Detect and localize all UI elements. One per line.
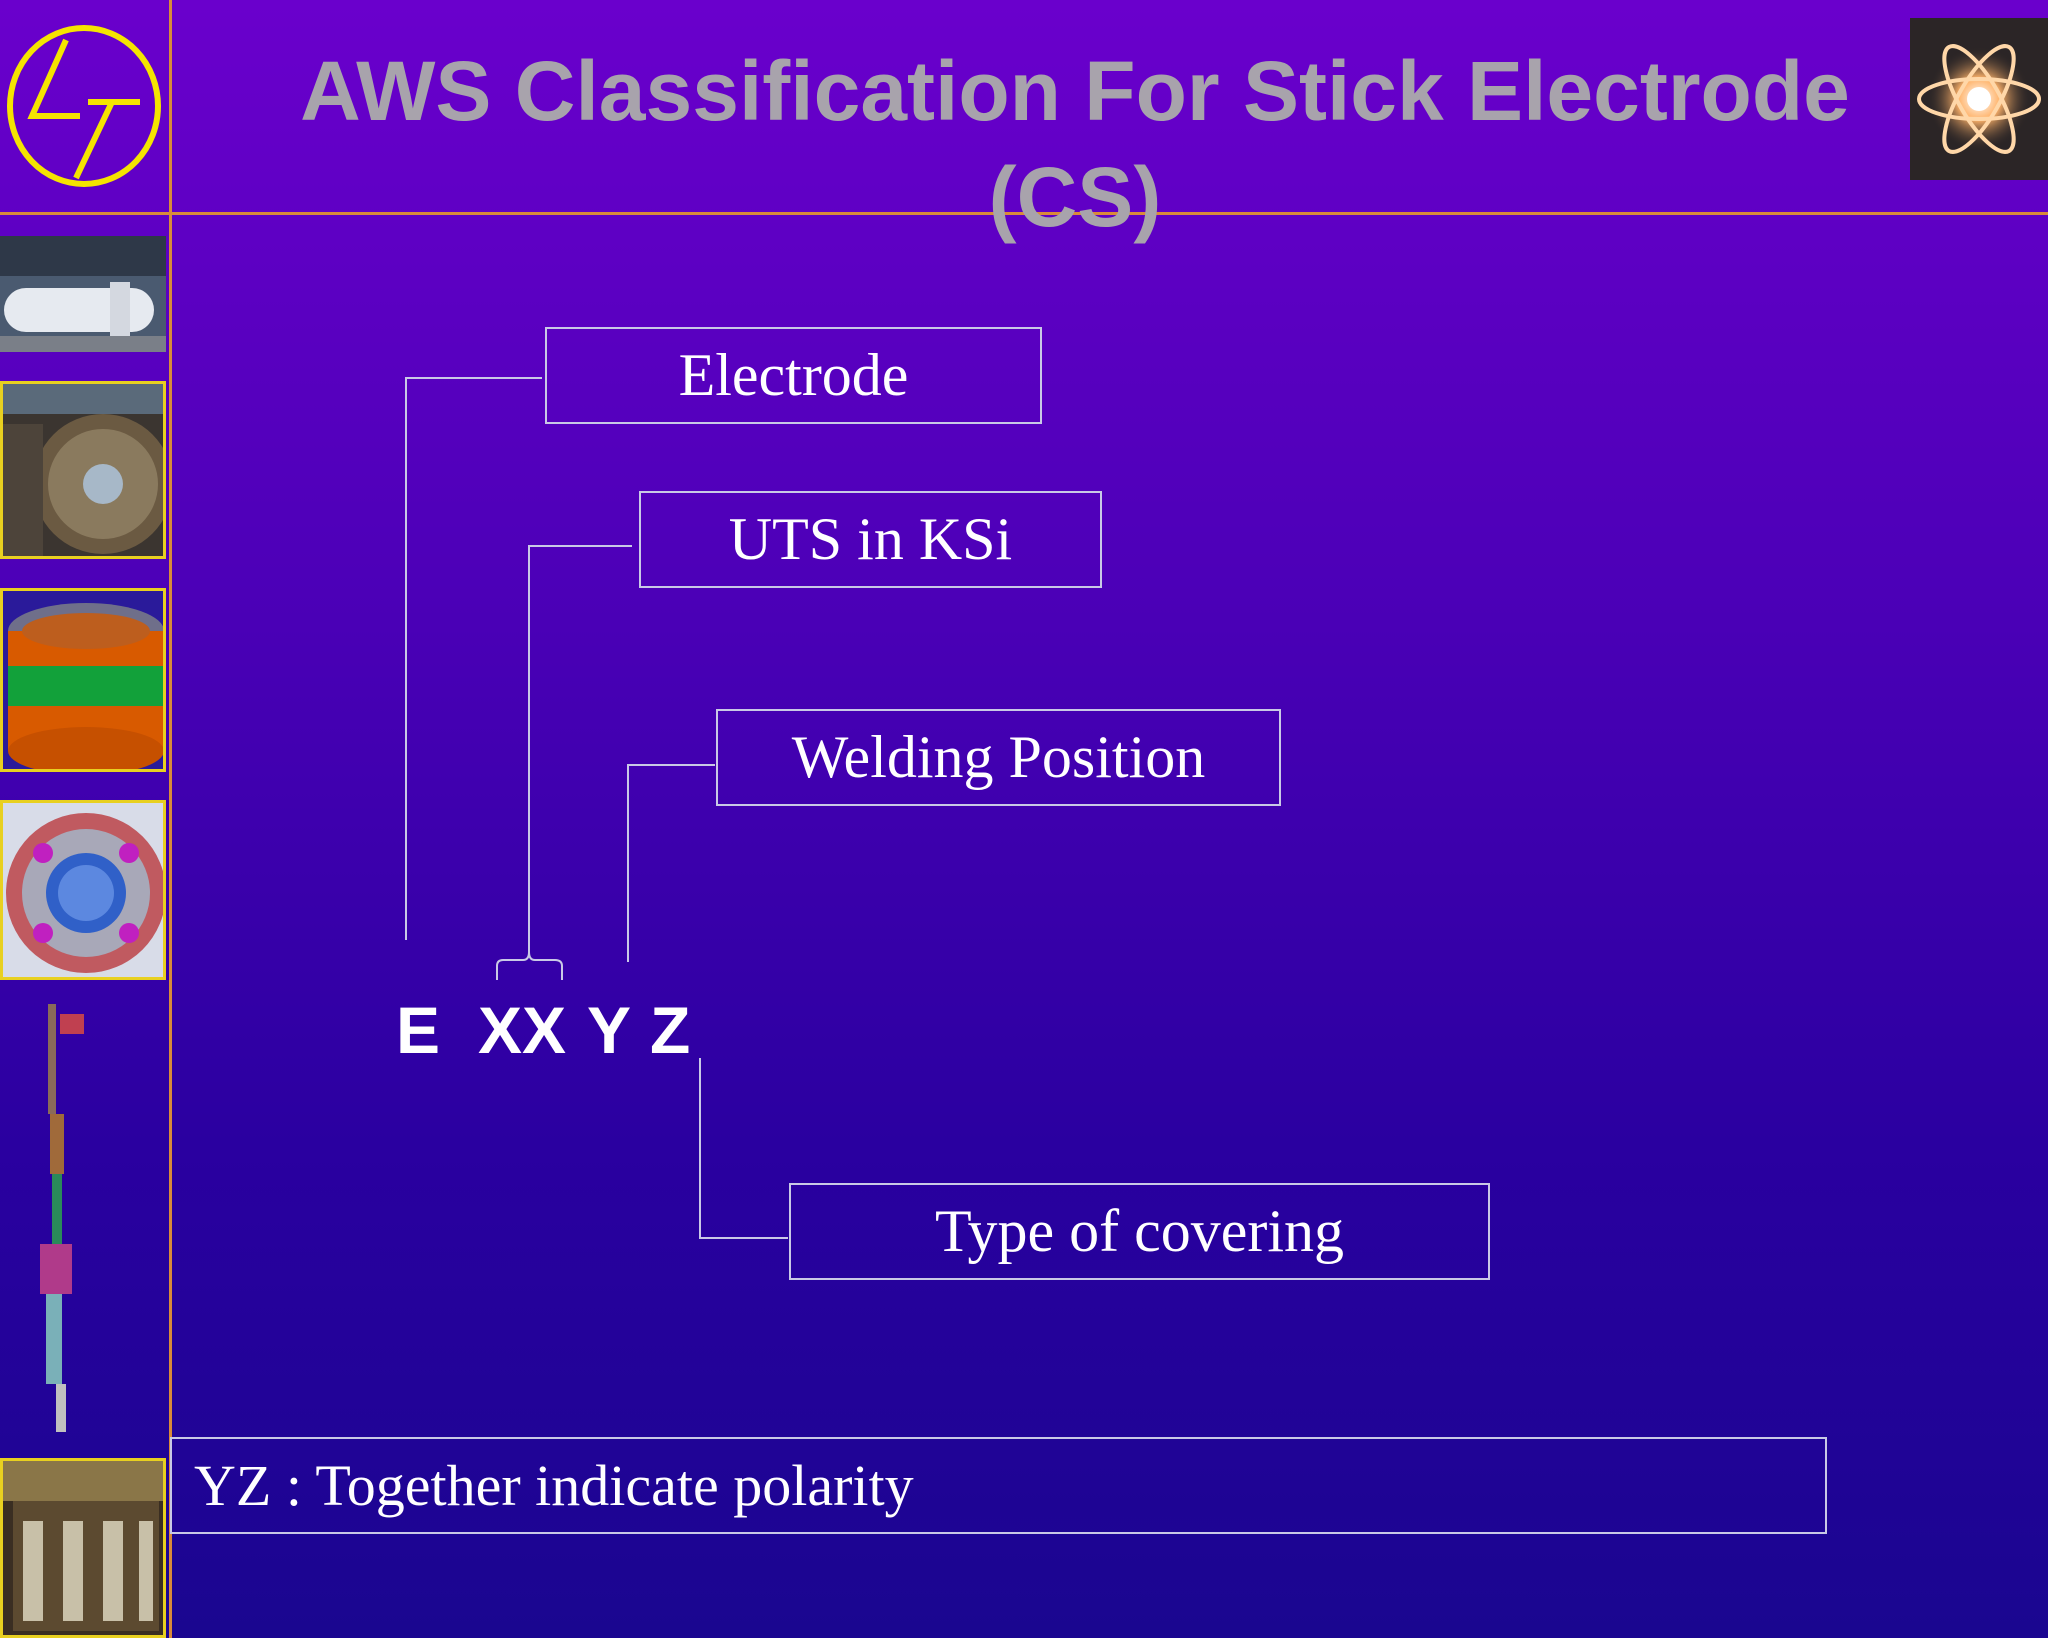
sidebar-divider — [169, 0, 172, 1638]
sidebar-thumb-workshop — [0, 381, 166, 559]
connector-uts — [528, 545, 632, 955]
code-z: Z — [650, 993, 691, 1067]
lt-logo-icon — [7, 25, 161, 187]
label-uts: UTS in KSi — [639, 491, 1102, 588]
code-xx: XX — [478, 993, 567, 1067]
sidebar-thumb-vessel — [0, 236, 166, 352]
sidebar-thumb-ring — [0, 800, 166, 980]
label-electrode: Electrode — [545, 327, 1042, 424]
label-covering: Type of covering — [789, 1183, 1490, 1280]
slide-title: AWS Classification For Stick Electrode (… — [180, 38, 1970, 250]
connector-covering — [699, 1058, 788, 1239]
label-welding-position: Welding Position — [716, 709, 1281, 806]
code-y: Y — [587, 993, 632, 1067]
slide-title-line2: (CS) — [988, 150, 1162, 244]
connector-electrode — [405, 377, 542, 940]
corner-image — [1910, 18, 2048, 180]
atom-glow-icon — [1917, 44, 2041, 154]
sidebar-thumb-cylinder — [0, 588, 166, 772]
company-logo — [4, 18, 164, 188]
connector-welding-position — [627, 764, 715, 962]
xx-bracket — [496, 951, 563, 980]
sidebar-thumb-column — [0, 1004, 166, 1434]
sidebar-thumb-assembly — [0, 1458, 166, 1638]
slide-title-line1: AWS Classification For Stick Electrode — [300, 44, 1850, 138]
polarity-note: YZ : Together indicate polarity — [170, 1437, 1827, 1534]
code-e: E — [396, 993, 441, 1067]
header-divider — [0, 212, 2048, 215]
